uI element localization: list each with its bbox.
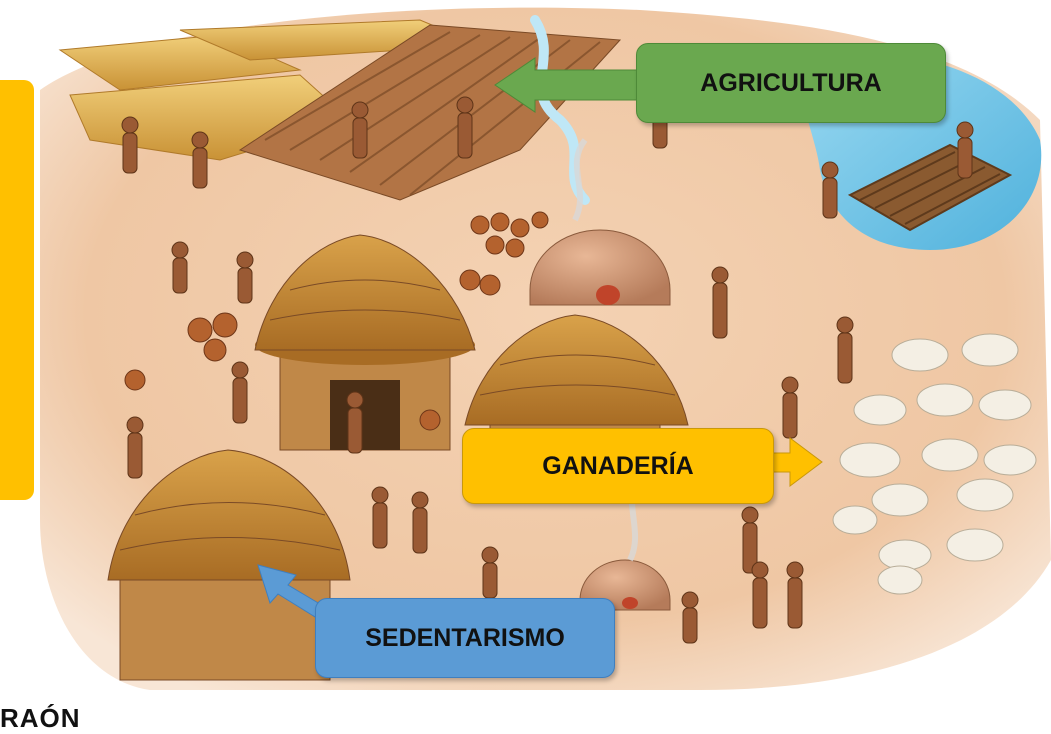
sheep-flock xyxy=(832,333,1037,595)
ganaderia-label: GANADERÍA xyxy=(462,428,774,504)
cut-off-heading: RAÓN xyxy=(0,703,81,733)
hut-front xyxy=(107,449,351,681)
wheat-fields xyxy=(58,19,481,161)
villagers xyxy=(121,86,974,644)
stream xyxy=(530,15,590,205)
clay-pots xyxy=(124,211,549,431)
sedentarismo-arrow-icon xyxy=(257,564,331,621)
agricultura-label: AGRICULTURA xyxy=(636,43,946,123)
yellow-side-bar xyxy=(0,80,34,500)
agricultura-arrow-icon xyxy=(494,57,641,113)
sedentarismo-label: SEDENTARISMO xyxy=(315,598,615,678)
clay-ovens xyxy=(529,229,671,611)
hut-center xyxy=(254,234,476,451)
